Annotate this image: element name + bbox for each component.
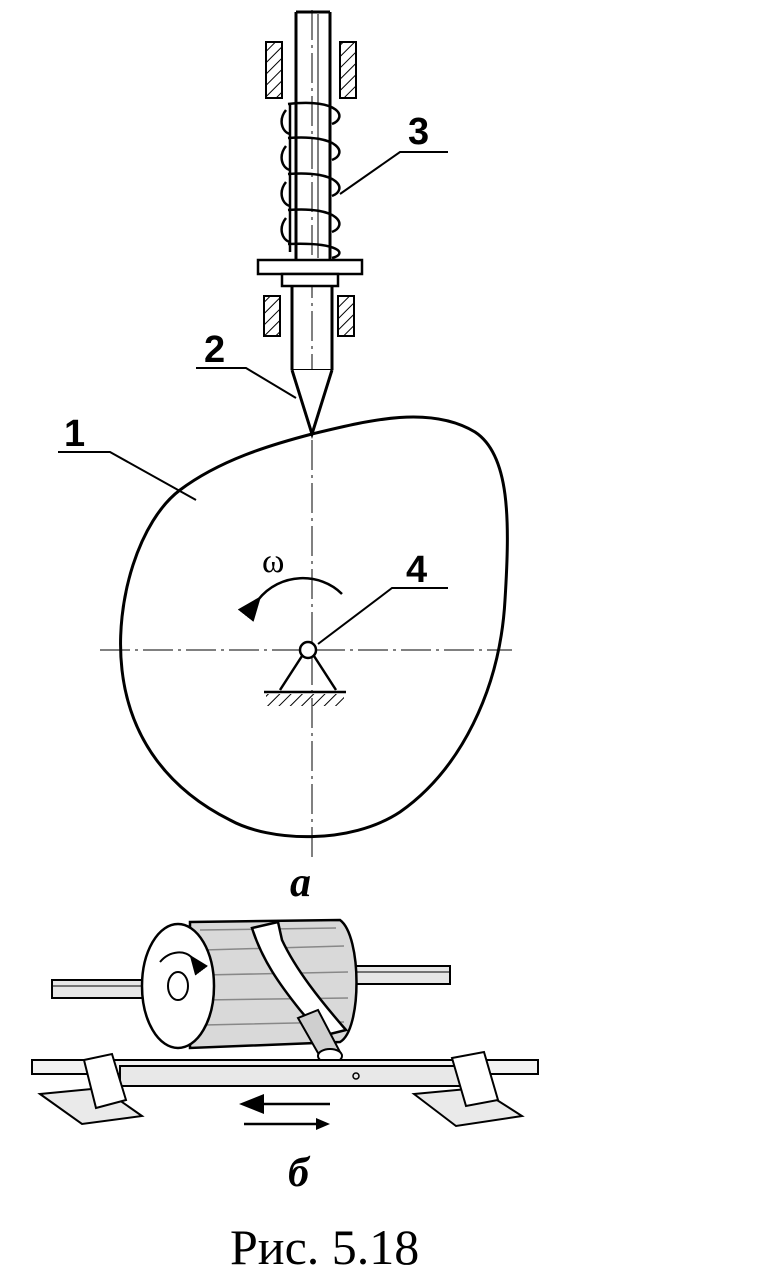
follower-rod bbox=[294, 10, 332, 260]
rotation-arrow bbox=[237, 576, 343, 622]
label-follower-tip: 2 bbox=[204, 329, 225, 371]
slider-rail bbox=[31, 1059, 539, 1087]
diagram-a: ω 3 2 1 4 a bbox=[58, 10, 512, 906]
upper-guide-bearing bbox=[265, 41, 357, 99]
label-pivot: 4 bbox=[406, 549, 427, 591]
diagram-b: б bbox=[31, 918, 539, 1196]
figure-caption: Рис. 5.18 bbox=[230, 1219, 419, 1275]
lower-guide-bearing bbox=[263, 295, 355, 337]
sublabel-a: a bbox=[290, 860, 311, 906]
leader-lines bbox=[58, 151, 448, 645]
cylindrical-cam-drum bbox=[140, 918, 358, 1050]
spring bbox=[287, 101, 341, 260]
cam-profile bbox=[119, 415, 509, 839]
label-spring: 3 bbox=[408, 111, 429, 153]
slider-supports bbox=[37, 1050, 525, 1128]
reciprocation-arrows bbox=[239, 1094, 330, 1130]
sublabel-b: б bbox=[288, 1150, 311, 1196]
follower-flange bbox=[256, 258, 364, 288]
omega-symbol: ω bbox=[262, 543, 284, 580]
label-cam: 1 bbox=[64, 413, 85, 455]
cam-pivot-support bbox=[264, 640, 346, 706]
